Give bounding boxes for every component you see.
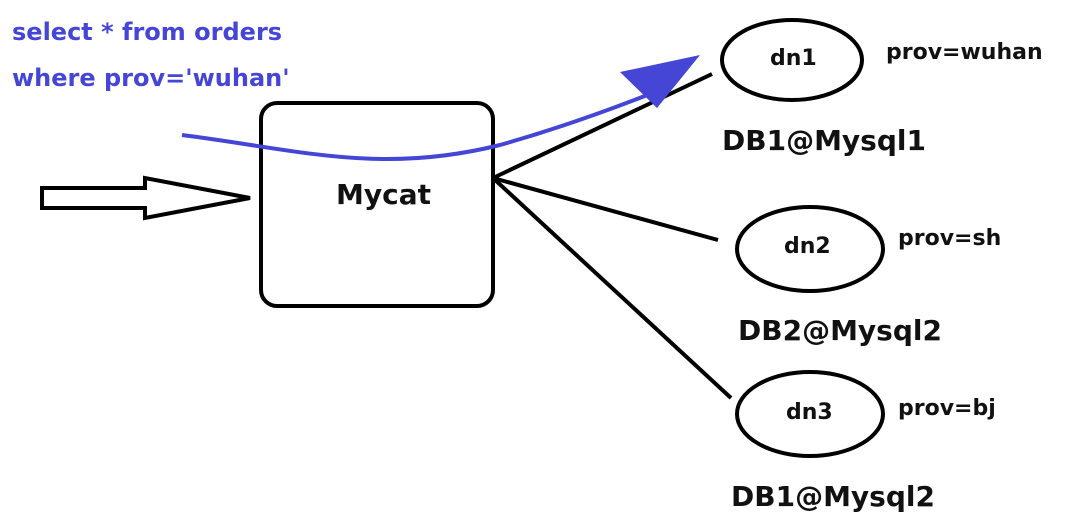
node-dn3-condition: prov=bj [898, 396, 996, 421]
link-dn2 [492, 176, 719, 242]
node-dn2-label: dn2 [784, 234, 831, 259]
query-route-curve [181, 88, 661, 162]
node-dn1-database: DB1@Mysql1 [722, 124, 926, 157]
node-dn3-database: DB1@Mysql2 [731, 480, 935, 513]
node-dn1-label: dn1 [770, 46, 817, 71]
query-line-1: select * from orders [12, 18, 283, 46]
query-line-2: where prov='wuhan' [12, 64, 290, 92]
link-dn1 [492, 72, 713, 180]
mycat-label: Mycat [336, 178, 431, 211]
node-dn1-condition: prov=wuhan [886, 40, 1043, 65]
query-route-arrowhead [620, 55, 700, 108]
input-arrow [40, 175, 251, 221]
node-dn2-condition: prov=sh [898, 226, 1002, 251]
node-dn3-ellipse [735, 370, 885, 458]
node-dn2-ellipse [735, 205, 885, 293]
node-dn3-label: dn3 [786, 400, 833, 425]
node-dn1-ellipse [720, 18, 864, 102]
link-dn3 [491, 176, 733, 400]
node-dn2-database: DB2@Mysql2 [738, 314, 942, 347]
